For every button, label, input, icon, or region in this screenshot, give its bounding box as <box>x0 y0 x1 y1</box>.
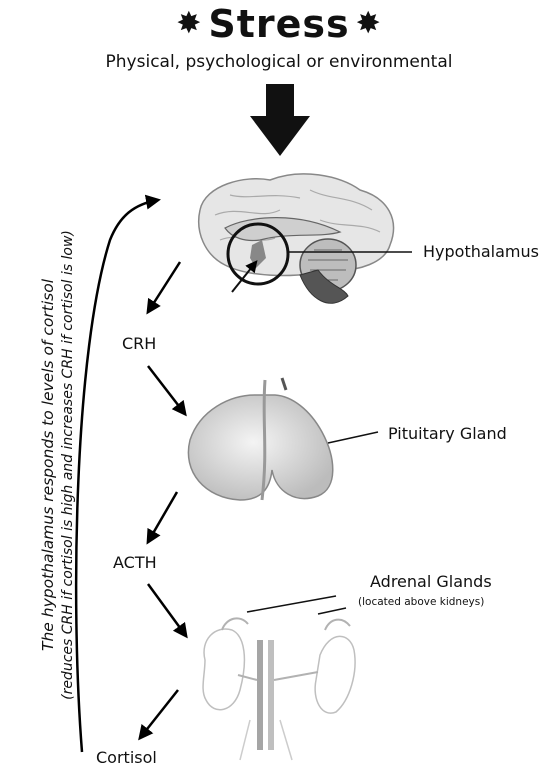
adrenal-note: (located above kidneys) <box>358 596 484 608</box>
acth-label: ACTH <box>113 553 157 572</box>
feedback-text-line1: The hypothalamus responds to levels of c… <box>38 230 58 700</box>
brain-illustration <box>199 174 394 303</box>
stress-down-arrow <box>250 84 310 156</box>
pituitary-leader-line <box>328 432 378 443</box>
feedback-text-line2: (reduces CRH if cortisol is high and inc… <box>58 230 78 700</box>
arrow-crh-to-pituitary <box>148 366 185 414</box>
adrenal-leader-line-2 <box>318 608 346 614</box>
adrenal-leader-line <box>247 596 336 612</box>
arrow-pituitary-to-acth <box>148 492 177 542</box>
adrenal-illustration <box>203 618 355 760</box>
cortisol-label: Cortisol <box>96 748 157 767</box>
arrow-adrenal-to-cortisol <box>140 690 178 738</box>
feedback-loop-arrow <box>76 200 158 752</box>
hypothalamus-label: Hypothalamus <box>423 242 539 261</box>
adrenal-label: Adrenal Glands <box>370 572 492 591</box>
arrow-acth-to-adrenal <box>148 584 186 636</box>
arrow-brain-to-crh <box>148 262 180 312</box>
pituitary-label: Pituitary Gland <box>388 424 507 443</box>
crh-label: CRH <box>122 334 156 353</box>
pituitary-illustration <box>188 378 332 500</box>
